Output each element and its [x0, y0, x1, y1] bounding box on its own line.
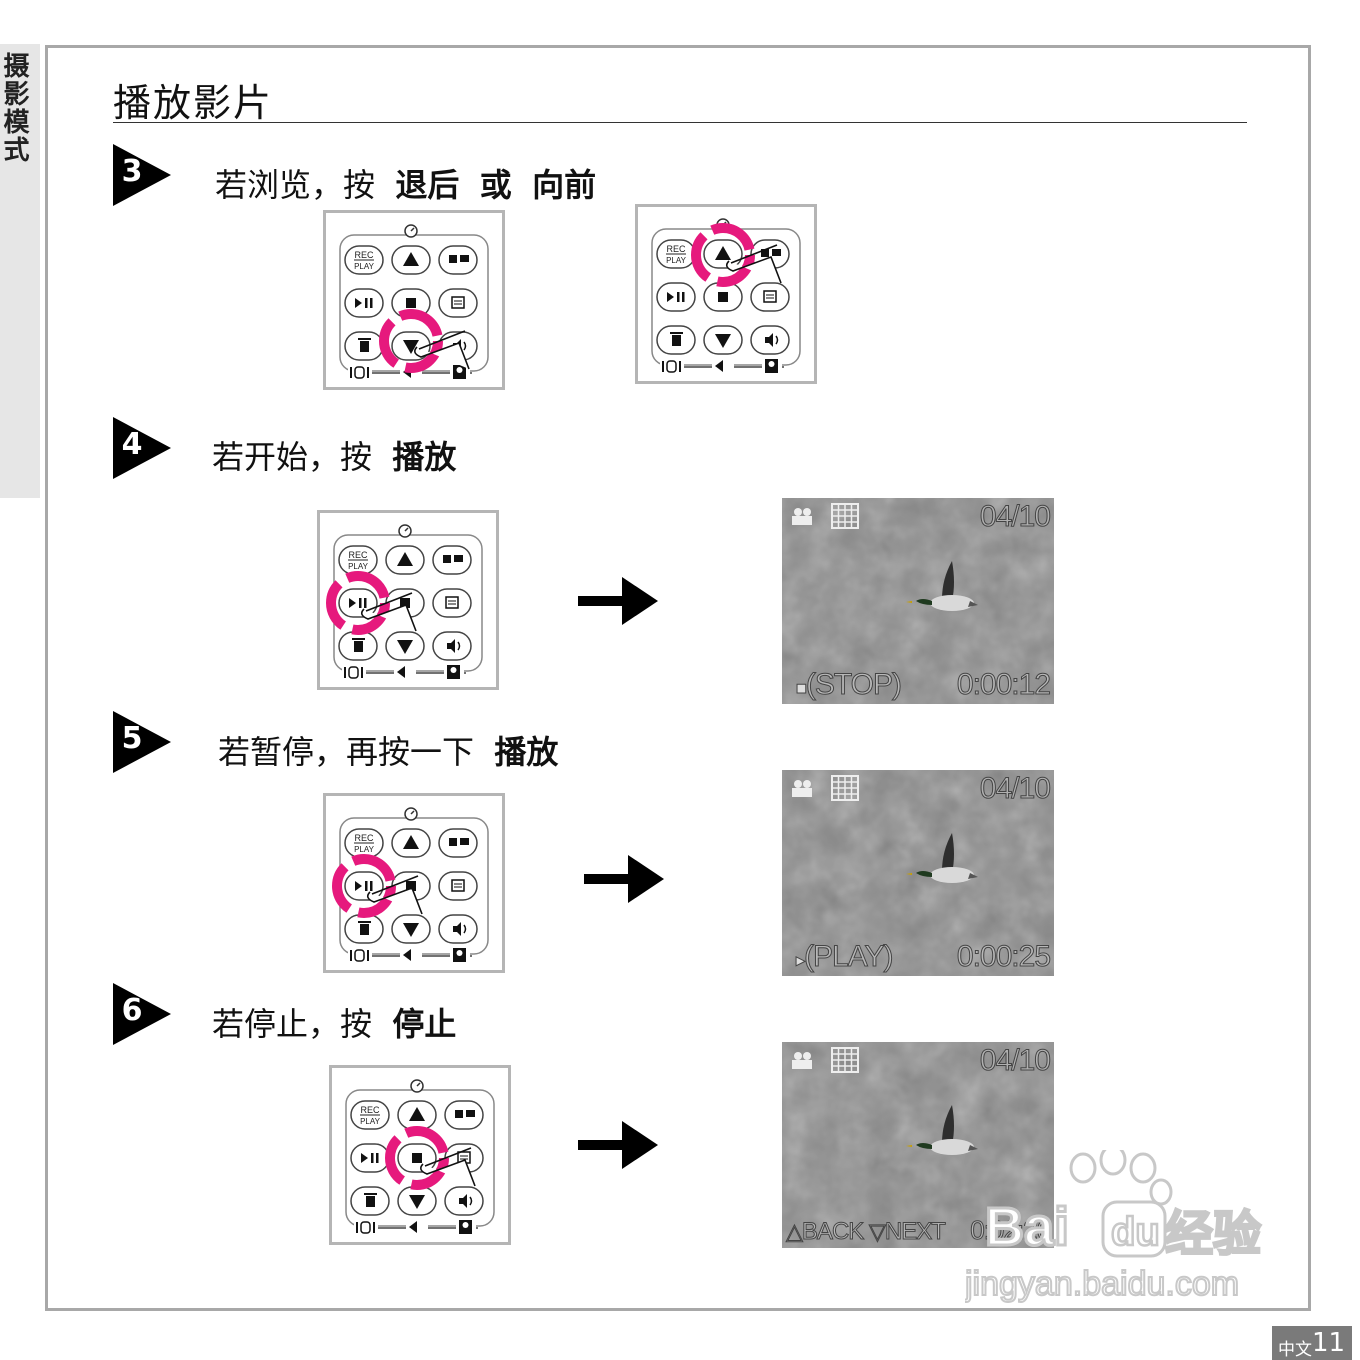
playback-status: ■(STOP)	[796, 668, 901, 702]
step-5-text: 若暂停，再按一下	[218, 733, 474, 771]
svg-text:PLAY: PLAY	[354, 845, 375, 854]
display-icon	[662, 361, 664, 372]
page-language: 中文	[1278, 1335, 1312, 1360]
lcd-screen-play: ▸(PLAY) 0:00:25 04/10	[782, 770, 1054, 976]
step-6-stop-label: 停止	[392, 1005, 456, 1043]
step-3-text: 若浏览，按	[215, 166, 375, 204]
status-text: (STOP)	[806, 668, 901, 701]
stop-icon	[406, 298, 416, 308]
step-5-play-label: 播放	[494, 733, 558, 771]
display-icon	[344, 667, 346, 678]
step-6-text: 若停止，按	[212, 1005, 372, 1043]
step-3-or: 或	[480, 166, 512, 204]
menu-button	[439, 872, 477, 900]
step-number-4: 4	[113, 427, 151, 462]
movie-icon	[449, 255, 457, 263]
step-number-6: 6	[113, 993, 151, 1028]
next-hint: ▽NEXT	[869, 1218, 945, 1245]
stop-icon	[718, 292, 728, 302]
step-6-instruction: 若停止，按 停止	[212, 999, 456, 1045]
svg-text:PLAY: PLAY	[348, 562, 369, 571]
remote-pause-pressed: REC PLAY	[323, 793, 505, 973]
display-icon	[350, 950, 352, 961]
arrow-right-icon	[584, 855, 664, 903]
menu-button	[439, 289, 477, 317]
display-icon	[350, 367, 352, 378]
menu-button	[751, 283, 789, 311]
lcd-screen-stop: ■(STOP) 0:00:12 04/10	[782, 498, 1054, 704]
svg-text:REC: REC	[360, 1105, 380, 1115]
mode-button	[439, 829, 477, 857]
camera-icon	[460, 838, 469, 845]
arrow-right-icon	[578, 577, 658, 625]
step-5-instruction: 若暂停，再按一下 播放	[218, 727, 558, 773]
status-text: (PLAY)	[804, 940, 892, 973]
movie-icon	[443, 555, 451, 563]
watermark-jingyan: 经验	[1165, 1206, 1261, 1262]
back-hint: △BACK	[786, 1218, 863, 1245]
stop-icon	[412, 1153, 422, 1163]
watermark-brand: Bai	[985, 1197, 1069, 1257]
elapsed-time: 0:00:25	[957, 940, 1050, 974]
watermark-url: jingyan.baidu.com	[965, 1265, 1239, 1303]
playback-status: ▸(PLAY)	[796, 940, 893, 974]
svg-text:PLAY: PLAY	[666, 256, 687, 265]
camera-icon	[466, 1110, 475, 1117]
watermark-du: du	[1111, 1210, 1160, 1254]
play-pause-button	[351, 1144, 389, 1172]
svg-text:REC: REC	[354, 833, 374, 843]
frame-counter: 04/10	[980, 500, 1050, 534]
play-pause-button	[345, 289, 383, 317]
page-number: 11	[1312, 1328, 1345, 1358]
title-divider	[113, 122, 1247, 123]
page-number-badge: 中文 11	[1272, 1326, 1352, 1360]
movie-icon	[455, 1110, 463, 1118]
step-4-play-label: 播放	[392, 438, 456, 476]
remote-play-pressed: REC PLAY	[317, 510, 499, 690]
step-3-instruction: 若浏览，按 退后 或 向前	[215, 160, 596, 206]
movie-icon	[449, 838, 457, 846]
svg-text:PLAY: PLAY	[354, 262, 375, 271]
mode-button	[445, 1101, 483, 1129]
page-title: 播放影片	[113, 72, 273, 127]
navigation-hints: △BACK ▽NEXT	[786, 1218, 945, 1246]
display-icon	[356, 1222, 358, 1233]
play-pause-button	[657, 283, 695, 311]
timer-icon	[411, 1080, 423, 1092]
timer-icon	[405, 225, 417, 237]
baidu-watermark: Bai du 经验 jingyan.baidu.com	[965, 1150, 1285, 1305]
svg-text:REC: REC	[354, 250, 374, 260]
frame-counter: 04/10	[980, 772, 1050, 806]
svg-text:REC: REC	[348, 550, 368, 560]
step-number-5: 5	[113, 721, 151, 756]
sidebar-label: 摄影模式	[6, 52, 32, 164]
mode-button	[433, 546, 471, 574]
remote-stop-pressed: REC PLAY	[329, 1065, 511, 1245]
remote-forward-pressed: REC PLAY	[635, 204, 817, 384]
step-number-3: 3	[113, 154, 151, 189]
arrow-right-icon	[578, 1121, 658, 1169]
remote-back-pressed: REC PLAY	[323, 210, 505, 390]
camera-icon	[454, 555, 463, 562]
step-3-back-label: 退后	[395, 166, 459, 204]
camera-icon	[460, 255, 469, 262]
step-4-text: 若开始，按	[212, 438, 372, 476]
svg-text:PLAY: PLAY	[360, 1117, 381, 1126]
timer-icon	[399, 525, 411, 537]
step-3-forward-label: 向前	[532, 166, 596, 204]
mode-button	[439, 246, 477, 274]
elapsed-time: 0:00:12	[957, 668, 1050, 702]
camera-icon	[772, 249, 781, 256]
step-4-instruction: 若开始，按 播放	[212, 432, 456, 478]
menu-button	[433, 589, 471, 617]
timer-icon	[405, 808, 417, 820]
svg-text:REC: REC	[666, 244, 686, 254]
frame-counter: 04/10	[980, 1044, 1050, 1078]
